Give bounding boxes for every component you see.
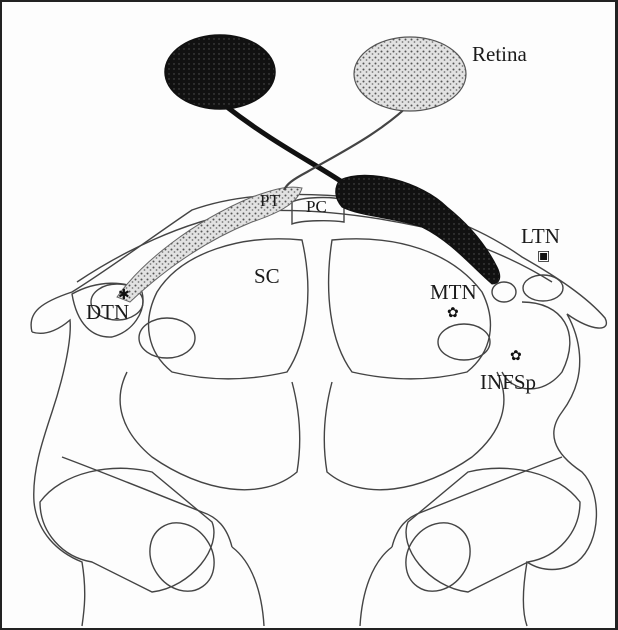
infsp-label: INFSp — [480, 372, 536, 393]
pc-label: PC — [306, 198, 327, 215]
dark-optic-nerve — [227, 107, 342, 182]
left-lower-lobe — [120, 372, 300, 490]
retina-label: Retina — [472, 44, 527, 65]
ltn-label: LTN — [521, 226, 560, 247]
mtn-marker: ✿ — [447, 305, 459, 321]
infsp-marker: ✿ — [510, 348, 522, 364]
ltn-marker: ▣ — [537, 248, 550, 264]
brain-outline — [31, 194, 606, 626]
dtn-label: DTN — [86, 302, 129, 323]
right-retina — [354, 37, 466, 111]
sc-label: SC — [254, 266, 280, 287]
left-retina — [165, 35, 275, 109]
mtn-label: MTN — [430, 282, 477, 303]
right-lower-lobe — [324, 372, 504, 490]
pt-label: PT — [260, 192, 280, 209]
